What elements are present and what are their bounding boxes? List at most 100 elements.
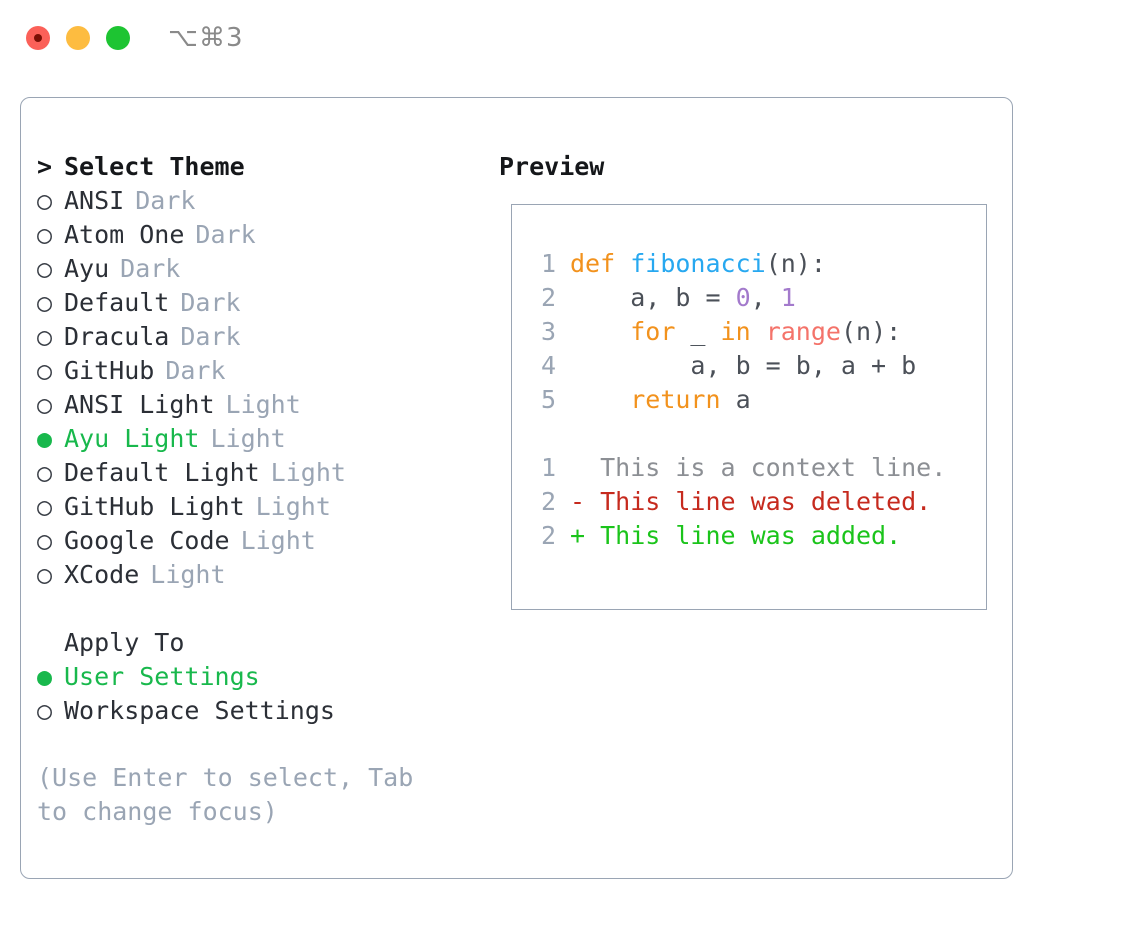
theme-option-default-light[interactable]: ○ Default Light Light: [37, 456, 487, 490]
theme-option-label: XCode: [64, 560, 140, 589]
code-token-num: 0: [735, 283, 751, 312]
code-line: 1 This is a context line.: [524, 451, 980, 485]
radio-unselected-icon: ○: [37, 560, 53, 589]
maximize-window-icon[interactable]: [106, 26, 130, 50]
theme-option-label: ANSI: [64, 186, 125, 215]
radio-selected-icon: ●: [37, 424, 53, 453]
apply-to-title: Apply To: [64, 628, 185, 657]
code-token-plain: a, b =: [570, 283, 736, 312]
radio-selected-icon: ●: [37, 662, 53, 691]
code-line-text: - This line was deleted.: [570, 485, 931, 519]
radio-unselected-icon: ○: [37, 356, 53, 385]
code-token-add: + This line was added.: [570, 521, 902, 550]
code-line-text: a, b = b, a + b: [570, 349, 916, 383]
code-token-kw: return: [630, 385, 721, 414]
line-number: 4: [540, 351, 556, 380]
code-token-plain: a, b = b, a + b: [570, 351, 917, 380]
code-token-del: - This line was deleted.: [570, 487, 932, 516]
code-line: 2 a, b = 0, 1: [524, 281, 980, 315]
window-title: ⌥⌘3: [168, 23, 244, 53]
theme-variant-badge: Light: [210, 424, 286, 453]
radio-unselected-icon: ○: [37, 696, 53, 725]
theme-option-ansi[interactable]: ○ ANSI Dark: [37, 184, 487, 218]
select-theme-header: > Select Theme: [37, 150, 487, 184]
code-line-text: for _ in range(n):: [570, 315, 901, 349]
select-theme-title: Select Theme: [64, 152, 245, 181]
theme-variant-badge: Light: [150, 560, 226, 589]
theme-option-label: ANSI Light: [64, 390, 215, 419]
theme-option-label: Dracula: [64, 322, 170, 351]
theme-variant-badge: Dark: [180, 322, 241, 351]
code-token-plain: [751, 317, 766, 346]
line-number: 3: [540, 317, 556, 346]
line-number: 1: [540, 249, 556, 278]
theme-option-label: Ayu Light: [64, 424, 200, 453]
code-line-text: def fibonacci(n):: [570, 247, 826, 281]
code-token-num: 1: [780, 283, 796, 312]
apply-to-group: Apply To ● User Settings ○Workspace Settin…: [37, 626, 487, 728]
code-line: 2 + This line was added.: [524, 519, 980, 553]
code-line: 1 def fibonacci(n):: [524, 247, 980, 281]
code-line-text: This is a context line.: [570, 451, 946, 485]
theme-variant-badge: Dark: [165, 356, 226, 385]
theme-variant-badge: Light: [255, 492, 331, 521]
window-titlebar: ⌥⌘3: [0, 0, 1140, 78]
theme-option-label: Default: [64, 288, 170, 317]
theme-variant-badge: Light: [270, 458, 346, 487]
code-token-kw: for: [630, 317, 676, 346]
preview-title: Preview: [499, 152, 605, 181]
theme-option-label: Default Light: [64, 458, 260, 487]
code-line: 4 a, b = b, a + b: [524, 349, 980, 383]
apply-to-option-rows: ● User Settings ○Workspace Settings: [37, 660, 487, 728]
theme-variant-badge: Dark: [180, 288, 241, 317]
theme-variant-badge: Light: [225, 390, 301, 419]
minimize-window-icon[interactable]: [66, 26, 90, 50]
preview-column: Preview: [499, 150, 999, 184]
code-token-plain: (n):: [765, 249, 826, 278]
apply-to-option-user-settings[interactable]: ● User Settings: [37, 660, 487, 694]
code-token-plain: [570, 385, 630, 414]
radio-unselected-icon: ○: [37, 186, 53, 215]
theme-option-default[interactable]: ○ Default Dark: [37, 286, 487, 320]
apply-to-option-workspace-settings[interactable]: ○Workspace Settings: [37, 694, 487, 728]
theme-option-xcode[interactable]: ○ XCode Light: [37, 558, 487, 592]
theme-variant-badge: Dark: [120, 254, 181, 283]
radio-unselected-icon: ○: [37, 288, 53, 317]
close-window-icon[interactable]: [26, 26, 50, 50]
theme-option-dracula[interactable]: ○ Dracula Dark: [37, 320, 487, 354]
line-number: 2: [540, 487, 556, 516]
apply-to-option-label: User Settings: [64, 662, 260, 691]
theme-variant-badge: Dark: [135, 186, 196, 215]
code-token-plain: [570, 317, 630, 346]
radio-unselected-icon: ○: [37, 526, 53, 555]
theme-option-label: GitHub Light: [64, 492, 245, 521]
line-number: 2: [540, 283, 556, 312]
theme-variant-badge: Dark: [195, 220, 256, 249]
radio-unselected-icon: ○: [37, 220, 53, 249]
line-number: 2: [540, 521, 556, 550]
theme-variant-badge: Light: [240, 526, 316, 555]
code-token-kw: def: [570, 249, 631, 278]
code-line: 3 for _ in range(n):: [524, 315, 980, 349]
line-number: 1: [540, 453, 556, 482]
radio-unselected-icon: ○: [37, 458, 53, 487]
code-token-plain: ,: [750, 283, 781, 312]
theme-option-ayu-light[interactable]: ● Ayu Light Light: [37, 422, 487, 456]
code-line-text: return a: [570, 383, 751, 417]
radio-unselected-icon: ○: [37, 322, 53, 351]
code-line: [524, 417, 980, 451]
radio-unselected-icon: ○: [37, 254, 53, 283]
code-line: 5 return a: [524, 383, 980, 417]
code-token-plain: a: [720, 385, 751, 414]
